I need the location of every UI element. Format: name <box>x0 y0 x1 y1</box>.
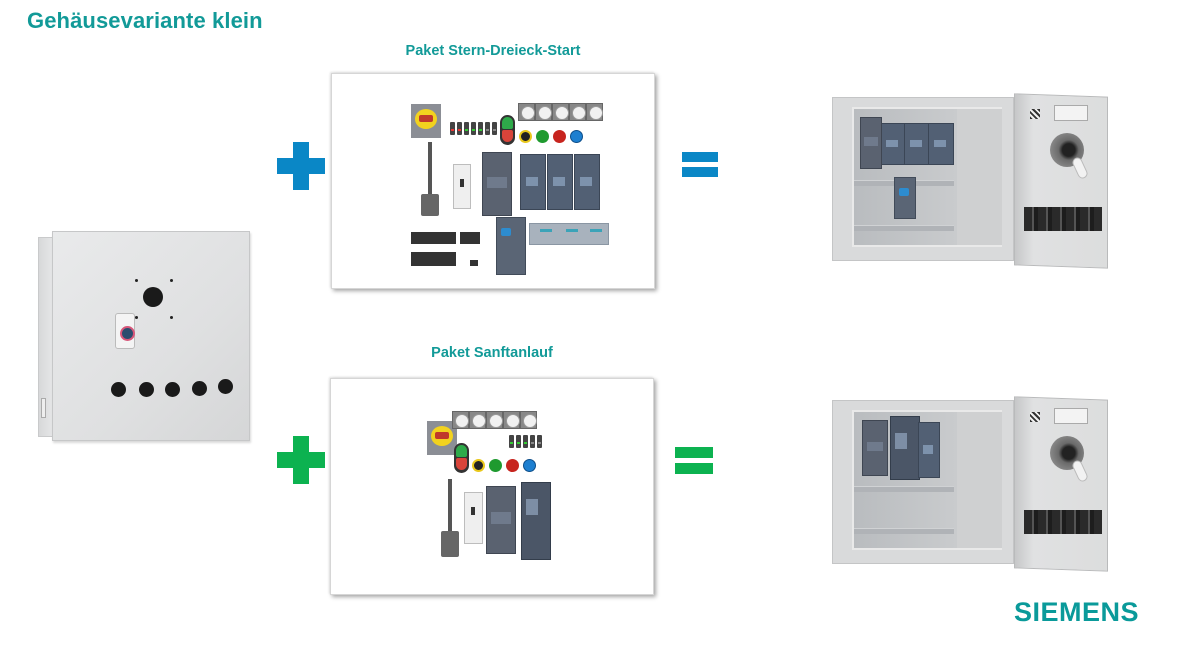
label-holder <box>552 103 569 121</box>
label-holder <box>469 411 486 429</box>
enclosure-door <box>52 231 250 441</box>
assembled-star-delta-enclosure-image <box>832 93 1112 269</box>
overload-relay <box>894 177 916 219</box>
plus-icon <box>277 142 325 190</box>
double-pushbutton <box>454 443 469 473</box>
red-pushbutton <box>553 130 566 143</box>
fuse <box>478 122 483 135</box>
button-hole <box>192 381 207 396</box>
circuit-breaker <box>464 492 483 544</box>
din-rail <box>854 486 954 492</box>
qr-code <box>1030 412 1040 422</box>
fuse <box>523 435 528 448</box>
enclosure-inner-wall <box>957 109 1002 245</box>
main-switch <box>427 421 457 455</box>
switch-shaft <box>428 142 432 194</box>
green-pushbutton <box>489 459 502 472</box>
contactor <box>918 422 940 478</box>
fuse <box>457 122 462 135</box>
equals-icon <box>682 152 718 178</box>
blue-pushbutton <box>523 459 536 472</box>
door-buttons <box>1024 207 1102 231</box>
package-title: Paket Stern-Dreieck-Start <box>405 43 581 59</box>
rating-plate <box>1054 105 1088 121</box>
selector-switch <box>519 130 532 143</box>
busbar-comb <box>411 252 456 266</box>
fuse <box>492 122 497 135</box>
assembled-soft-start-enclosure-image <box>832 396 1112 572</box>
label-holder <box>520 411 537 429</box>
fuse <box>485 122 490 135</box>
fuse <box>471 122 476 135</box>
contactor <box>928 123 954 165</box>
package-title: Paket Sanftanlauf <box>431 345 553 361</box>
small-parts <box>470 260 478 266</box>
screw-hole <box>170 279 173 282</box>
selector-switch <box>472 459 485 472</box>
contactor <box>574 154 600 210</box>
contactor <box>880 123 906 165</box>
enclosure-inner-wall <box>957 412 1002 548</box>
fuse <box>537 435 542 448</box>
overload-relay <box>496 217 526 275</box>
switch-shaft <box>448 479 452 531</box>
label-holder <box>503 411 520 429</box>
enclosure-tag <box>41 398 46 418</box>
plus-icon <box>277 436 325 484</box>
blue-pushbutton <box>570 130 583 143</box>
screw-hole <box>135 279 138 282</box>
screw-hole <box>170 316 173 319</box>
fuse <box>516 435 521 448</box>
screw-hole <box>135 316 138 319</box>
motor-starter <box>860 117 882 169</box>
empty-enclosure-image <box>38 231 250 443</box>
green-pushbutton <box>536 130 549 143</box>
soft-starter <box>521 482 551 560</box>
label-holder <box>518 103 535 121</box>
soft-starter <box>890 416 920 480</box>
main-switch-hole <box>143 287 163 307</box>
motor-starter <box>862 420 888 476</box>
timer-relays <box>529 223 609 245</box>
fuse <box>509 435 514 448</box>
din-rail <box>854 528 954 534</box>
fuse <box>450 122 455 135</box>
red-pushbutton <box>506 459 519 472</box>
contactor <box>547 154 573 210</box>
label-holder <box>535 103 552 121</box>
door-buttons <box>1024 510 1102 534</box>
equals-icon <box>675 447 713 474</box>
din-rail <box>854 225 954 231</box>
page-title: Gehäusevariante klein <box>27 8 263 33</box>
fuse <box>464 122 469 135</box>
motor-starter <box>486 486 516 554</box>
busbar-comb <box>460 232 480 244</box>
circuit-breaker <box>453 164 471 209</box>
siemens-logo: SIEMENS <box>1014 597 1140 627</box>
button-hole <box>165 382 180 397</box>
rating-plate <box>1054 408 1088 424</box>
label-holder <box>486 411 503 429</box>
busbar-comb <box>411 232 456 244</box>
double-pushbutton <box>500 115 515 145</box>
door-lock <box>115 313 135 349</box>
label-holder <box>569 103 586 121</box>
star-delta-components-image <box>331 73 655 289</box>
soft-start-components-image <box>330 378 654 595</box>
switch-base <box>421 194 439 216</box>
motor-starter <box>482 152 512 216</box>
main-switch <box>411 104 441 138</box>
switch-base <box>441 531 459 557</box>
contactor <box>520 154 546 210</box>
contactor <box>904 123 930 165</box>
label-holder <box>586 103 603 121</box>
button-hole <box>139 382 154 397</box>
label-holder <box>452 411 469 429</box>
fuse <box>530 435 535 448</box>
qr-code <box>1030 109 1040 119</box>
button-hole <box>111 382 126 397</box>
button-hole <box>218 379 233 394</box>
